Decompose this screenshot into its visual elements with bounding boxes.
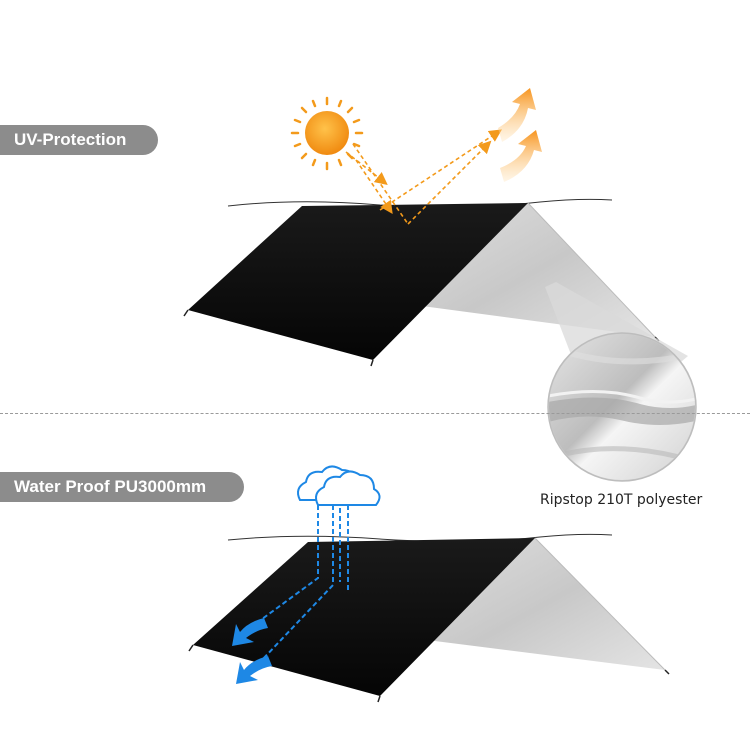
reflect-arrow-icon bbox=[345, 129, 503, 225]
section-divider bbox=[0, 413, 750, 414]
splash-arrow-icon bbox=[232, 618, 272, 684]
rain-arrow-icon bbox=[257, 505, 349, 661]
sun-icon bbox=[290, 96, 364, 171]
uv-protection-label: UV-Protection bbox=[0, 125, 158, 155]
water-proof-label: Water Proof PU3000mm bbox=[0, 472, 244, 502]
fabric-caption: Ripstop 210T polyester bbox=[540, 492, 703, 508]
fabric-closeup bbox=[547, 332, 697, 482]
lower-tarp bbox=[188, 533, 670, 703]
cloud-icon bbox=[297, 465, 381, 506]
upper-tarp bbox=[183, 198, 660, 367]
heat-arrow-icon bbox=[498, 88, 542, 182]
